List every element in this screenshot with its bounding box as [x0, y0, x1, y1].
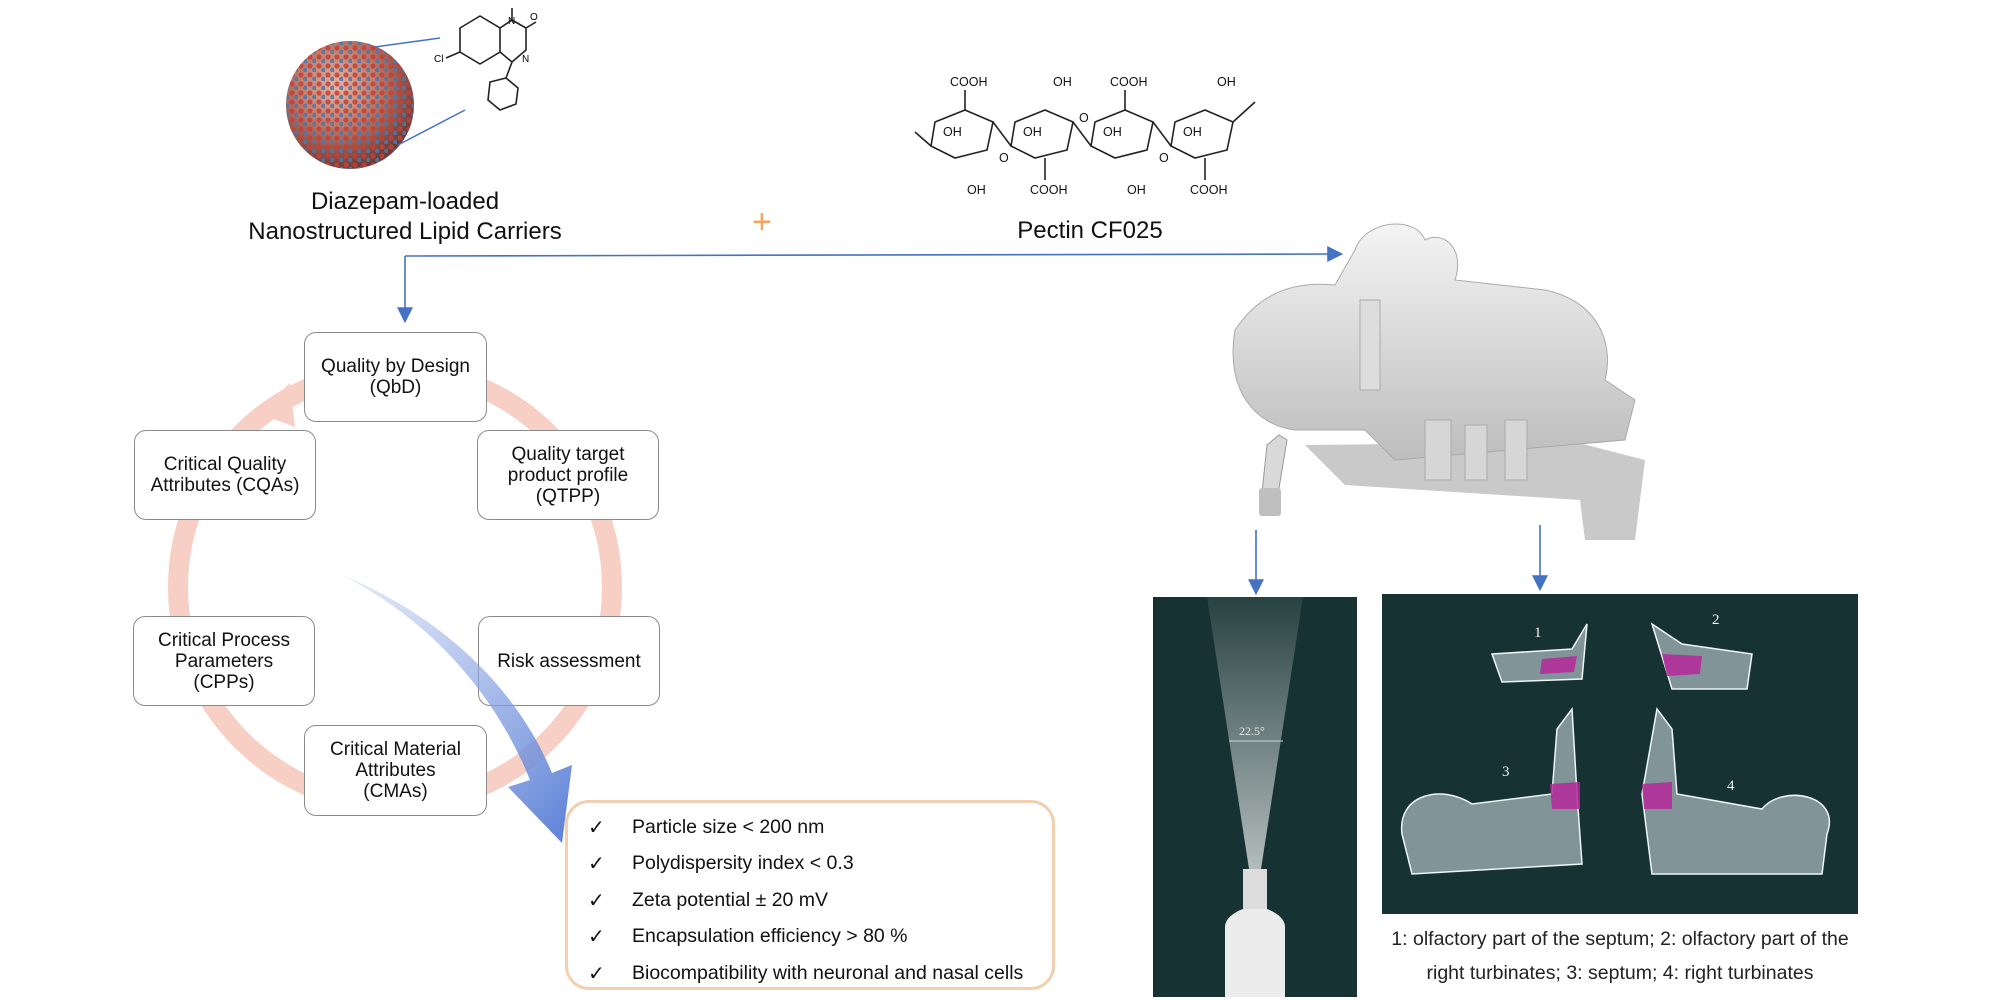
cycle-step-qbd: Quality by Design (QbD) — [304, 332, 487, 422]
check-icon: ✓ — [588, 816, 605, 839]
part-label-2: 2 — [1712, 612, 1720, 628]
pectin-label: Pectin CF025 — [1017, 217, 1163, 244]
molecule-n2: N — [522, 54, 529, 65]
molecule-o: O — [530, 12, 538, 23]
pectin-oh-6: OH — [1183, 125, 1202, 139]
cycle-step-qbd-label: Quality by Design (QbD) — [321, 356, 470, 398]
check-icon: ✓ — [588, 853, 605, 876]
pectin-cooh-3: COOH — [1030, 183, 1068, 197]
spray-plume: 22.5° — [1207, 597, 1303, 997]
nanoparticle-illustration — [286, 37, 466, 169]
criteria-item: ✓ Polydispersity index < 0.3 — [588, 846, 1052, 883]
pectin-oh-4: OH — [1023, 125, 1042, 139]
criteria-item: ✓ Zeta potential ± 20 mV — [588, 882, 1052, 919]
pectin-cooh-4: COOH — [1190, 183, 1228, 197]
criteria-text: Biocompatibility with neuronal and nasal… — [632, 961, 1024, 984]
criteria-item: ✓ Encapsulation efficiency > 80 % — [588, 919, 1052, 956]
criteria-text: Encapsulation efficiency > 80 % — [632, 925, 908, 948]
cast-caption-line1: 1: olfactory part of the septum; 2: olfa… — [1391, 928, 1849, 950]
pectin-o-2: O — [1079, 111, 1089, 125]
cast-caption: 1: olfactory part of the septum; 2: olfa… — [1375, 922, 1865, 990]
pectin-structure: COOH OH COOH OH OH OH OH OH OH COOH OH C… — [914, 75, 1256, 197]
nasal-cast-model — [1232, 223, 1645, 540]
diazepam-structure: N O Cl N — [434, 8, 538, 111]
cycle-step-qtpp-label: Quality target product profile (QTPP) — [507, 443, 629, 507]
pectin-o-1: O — [999, 151, 1009, 165]
cast-caption-line2: right turbinates; 3: septum; 4: right tu… — [1426, 962, 1814, 984]
nasal-cast-photo: 1 2 3 4 — [1382, 594, 1858, 914]
nlc-label-line2: Nanostructured Lipid Carriers — [248, 218, 562, 245]
nlc-label-line1: Diazepam-loaded — [310, 188, 500, 215]
cycle-step-cpp: Critical Process Parameters (CPPs) — [133, 616, 315, 706]
cycle-step-risk-label: Risk assessment — [497, 650, 641, 672]
pectin-oh-1: OH — [1053, 75, 1072, 89]
check-icon: ✓ — [588, 926, 605, 949]
criteria-text: Zeta potential ± 20 mV — [632, 888, 829, 911]
criteria-text: Polydispersity index < 0.3 — [632, 852, 854, 875]
plus-sign: + — [752, 203, 772, 241]
pectin-o-3: O — [1159, 151, 1169, 165]
pectin-cooh-1: COOH — [950, 75, 988, 89]
part-label-1: 1 — [1534, 625, 1542, 641]
cycle-step-cqa-label: Critical Quality Attributes (CQAs) — [150, 454, 300, 496]
nasal-cast-parts: 1 2 3 4 — [1401, 612, 1831, 875]
criteria-item: ✓ Particle size < 200 nm — [588, 809, 1052, 846]
pectin-oh-7: OH — [967, 183, 986, 197]
spray-plume-photo: 22.5° — [1153, 597, 1357, 997]
cycle-step-cpp-label: Critical Process Parameters (CPPs) — [158, 629, 290, 693]
pectin-oh-8: OH — [1127, 183, 1146, 197]
criteria-item: ✓ Biocompatibility with neuronal and nasa… — [588, 955, 1052, 992]
curved-arrow — [342, 575, 572, 843]
molecule-n1: N — [508, 16, 515, 27]
cycle-step-cma: Critical Material Attributes (CMAs) — [304, 725, 487, 816]
part-label-4: 4 — [1727, 778, 1735, 794]
cycle-step-risk: Risk assessment — [478, 616, 660, 706]
molecule-cl: Cl — [434, 54, 443, 65]
criteria-box: ✓ Particle size < 200 nm ✓ Polydispersity … — [565, 800, 1055, 990]
part-label-3: 3 — [1502, 764, 1510, 780]
check-icon: ✓ — [588, 889, 605, 912]
cycle-step-cma-label: Critical Material Attributes (CMAs) — [330, 739, 461, 802]
cycle-step-cqa: Critical Quality Attributes (CQAs) — [134, 430, 316, 520]
pectin-oh-3: OH — [943, 125, 962, 139]
pectin-oh-5: OH — [1103, 125, 1122, 139]
pectin-cooh-2: COOH — [1110, 75, 1148, 89]
check-icon: ✓ — [588, 962, 605, 985]
cycle-step-qtpp: Quality target product profile (QTPP) — [477, 430, 659, 520]
nlc-label: Diazepam-loaded Nanostructured Lipid Car… — [200, 187, 610, 247]
criteria-text: Particle size < 200 nm — [632, 815, 825, 838]
pectin-oh-2: OH — [1217, 75, 1236, 89]
spray-angle-label: 22.5° — [1239, 724, 1265, 738]
